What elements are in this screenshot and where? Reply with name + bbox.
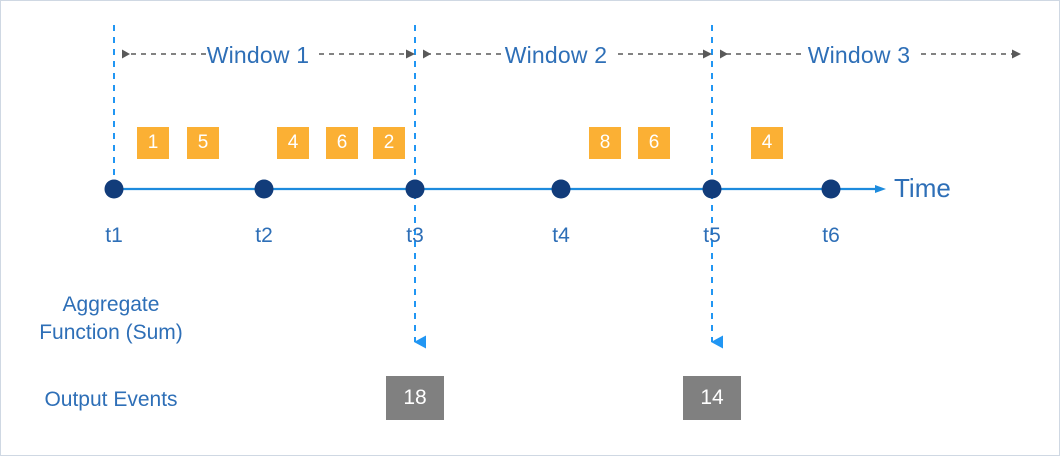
- timeline-dot-t5: [702, 179, 722, 199]
- event-box: 5: [187, 127, 219, 159]
- output-box: 18: [386, 376, 444, 420]
- output-events-label: Output Events: [44, 388, 178, 411]
- window-boundary-lines: [113, 25, 723, 349]
- time-tick-label-t2: t2: [255, 224, 273, 247]
- window-label-2: Window 2: [504, 42, 608, 68]
- time-tick-label-t5: t5: [703, 224, 721, 247]
- timeline-dot-t2: [254, 179, 274, 199]
- timeline-dot-t1: [104, 179, 124, 199]
- time-tick-label-t1: t1: [105, 224, 123, 247]
- window-label-3: Window 3: [807, 42, 911, 68]
- time-tick-label-t3: t3: [406, 224, 424, 247]
- event-box: 6: [326, 127, 358, 159]
- event-box: 6: [638, 127, 670, 159]
- event-box: 4: [751, 127, 783, 159]
- event-box: 1: [137, 127, 169, 159]
- timeline-axis-title: Time: [894, 173, 951, 203]
- timeline-dot-t3: [405, 179, 425, 199]
- output-box: 14: [683, 376, 741, 420]
- event-box: 2: [373, 127, 405, 159]
- timeline-dot-t6: [821, 179, 841, 199]
- aggregate-function-label: Aggregate Function (Sum): [39, 293, 183, 344]
- event-box: 8: [589, 127, 621, 159]
- time-tick-label-t6: t6: [822, 224, 840, 247]
- timeline-dot-t4: [551, 179, 571, 199]
- event-box: 4: [277, 127, 309, 159]
- timeline-axis: [104, 179, 886, 199]
- time-tick-label-t4: t4: [552, 224, 570, 247]
- window-label-1: Window 1: [206, 42, 310, 68]
